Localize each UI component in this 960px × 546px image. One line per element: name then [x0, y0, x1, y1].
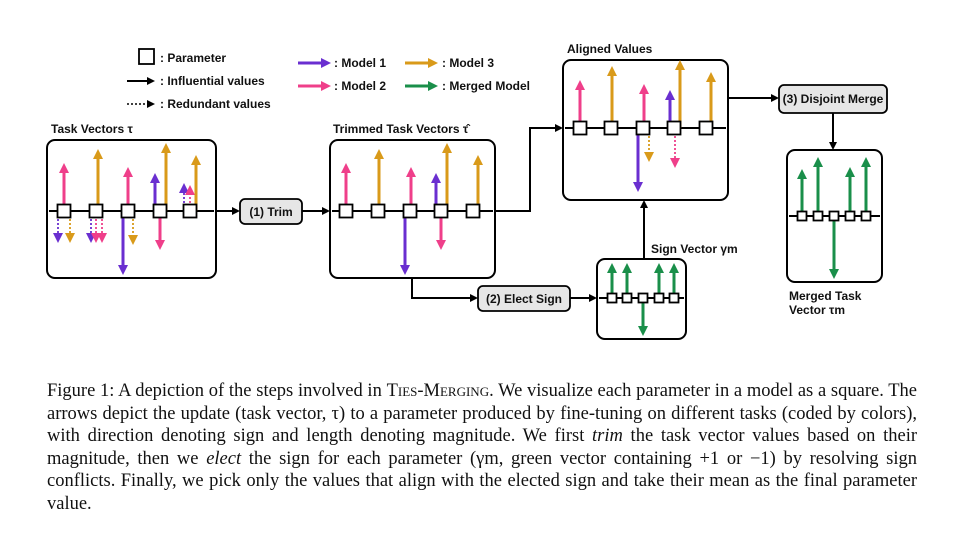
legend-model2: : Model 2: [334, 79, 386, 93]
flow-connectors: [216, 94, 837, 302]
trim-step-label: (1) Trim: [249, 205, 292, 219]
sign-square: [653, 292, 665, 304]
disjoint-merge-step: (3) Disjoint Merge: [778, 84, 888, 114]
caption-label: Figure 1:: [47, 381, 115, 401]
parameter-square: [182, 203, 198, 219]
parameter-square: [433, 203, 449, 219]
parameter-square: [666, 120, 682, 136]
parameter-square: [572, 120, 588, 136]
parameter-square: [152, 203, 168, 219]
parameter-square: [370, 203, 386, 219]
caption-text-d: the sign for each parameter (γm, green v…: [47, 448, 918, 514]
parameter-square-icon: [138, 48, 155, 65]
parameter-square: [338, 203, 354, 219]
sign-square: [621, 292, 633, 304]
ties-merging-diagram: : Parameter : Influential values : Redun…: [46, 42, 888, 340]
sign-vector-label: Sign Vector γm: [651, 242, 738, 256]
trim-step: (1) Trim: [239, 198, 303, 225]
parameter-square: [603, 120, 619, 136]
legend-redundant: : Redundant values: [160, 97, 271, 111]
parameter-squares: [56, 120, 872, 304]
merged-label: Merged Task: [789, 289, 862, 303]
task-vectors-label: Task Vectors τ: [51, 122, 133, 136]
parameter-square: [698, 120, 714, 136]
aligned-label: Aligned Values: [567, 42, 653, 56]
parameter-square: [812, 210, 824, 222]
caption-method: Ties-Merging: [386, 381, 490, 401]
caption-trim-word: trim: [592, 426, 623, 446]
legend-influential: : Influential values: [160, 74, 265, 88]
trimmed-label: Trimmed Task Vectors τ̂: [333, 122, 471, 136]
legend-model3: : Model 3: [442, 56, 494, 70]
parameter-square: [465, 203, 481, 219]
elect-sign-step: (2) Elect Sign: [477, 285, 571, 312]
parameter-square: [120, 203, 136, 219]
merged-label-line2: Vector τm: [789, 303, 845, 317]
figure-caption: Figure 1: A depiction of the steps invol…: [47, 380, 917, 515]
sign-square: [668, 292, 680, 304]
elect-sign-step-label: (2) Elect Sign: [486, 292, 562, 306]
caption-text-b: . We visualize each parameter in a model…: [47, 381, 917, 446]
legend-model1: : Model 1: [334, 56, 386, 70]
parameter-square: [635, 120, 651, 136]
legend-parameter: : Parameter: [160, 51, 226, 65]
parameter-square: [56, 203, 72, 219]
caption-elect-word: elect: [206, 448, 242, 469]
legend-merged-model: : Merged Model: [442, 79, 530, 93]
parameter-square: [88, 203, 104, 219]
sign-square: [637, 292, 649, 304]
legend: : Parameter : Influential values : Redun…: [127, 48, 530, 111]
caption-text-c: the task vector values based on their ma…: [47, 426, 917, 469]
caption-text-a: A depiction of the steps involved in: [114, 381, 387, 401]
parameter-square: [828, 210, 840, 222]
parameter-square: [796, 210, 808, 222]
vector-arrows: [53, 60, 871, 336]
disjoint-merge-step-label: (3) Disjoint Merge: [783, 92, 884, 106]
sign-square: [606, 292, 618, 304]
parameter-square: [860, 210, 872, 222]
parameter-square: [402, 203, 418, 219]
parameter-square: [844, 210, 856, 222]
